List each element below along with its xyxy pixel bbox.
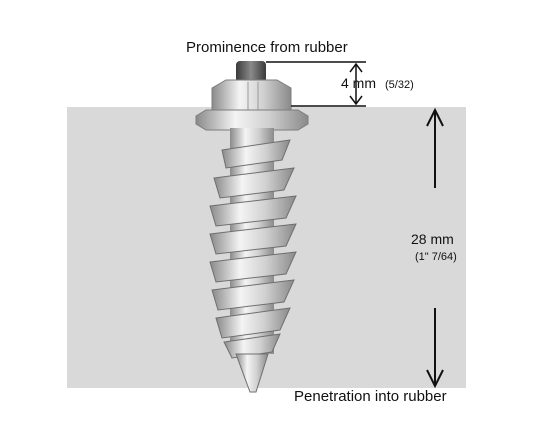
prominence-dimension [266, 61, 366, 107]
penetration-label: Penetration into rubber [294, 388, 447, 405]
screw-tip [235, 353, 269, 393]
prominence-inch-label: (5/32) [385, 79, 414, 91]
stud-pin [236, 61, 266, 83]
hex-head [211, 79, 292, 111]
penetration-arrow-down [426, 308, 444, 389]
flange [195, 109, 309, 131]
screw-threads [209, 139, 297, 359]
penetration-arrow-up [426, 107, 444, 188]
prominence-label: Prominence from rubber [186, 39, 348, 56]
depth-inch-label: (1" 7/64) [415, 251, 457, 263]
prominence-mm-label: 4 mm [341, 75, 376, 91]
depth-mm-label: 28 mm [411, 231, 454, 247]
